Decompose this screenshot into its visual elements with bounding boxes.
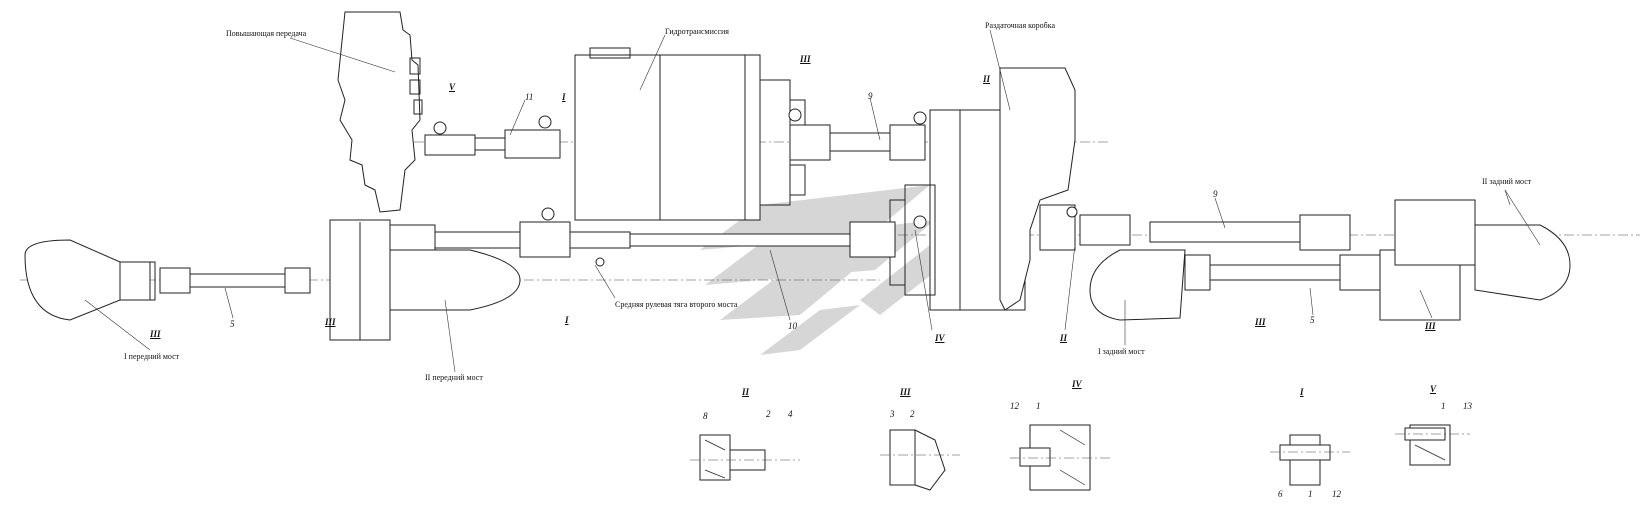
overdrive-gearbox: [337, 11, 423, 213]
detail-iv-title: IV: [1072, 379, 1082, 389]
detail-v-n1: 1: [1441, 401, 1446, 411]
transfer-case-body: [889, 67, 1076, 311]
label-hydrotransmission: Гидротрансмиссия: [665, 27, 729, 36]
front-axle-1: [24, 239, 311, 321]
detail-iii-n2: 2: [910, 409, 915, 419]
detail-iii-n1: 3: [890, 409, 895, 419]
detail-v-n2: 13: [1463, 401, 1472, 411]
detail-ii-n1: 8: [703, 411, 708, 421]
label-front-axle-1: I передний мост: [124, 352, 180, 361]
roman-ii-top: II: [983, 74, 991, 84]
detail-v-title: V: [1430, 384, 1437, 394]
rear-axle-2: [1039, 199, 1571, 301]
roman-iv-mid: IV: [935, 333, 945, 343]
roman-iii-left: III: [150, 329, 161, 339]
detail-ii-title: II: [742, 387, 750, 397]
roman-ii-mid: II: [1060, 333, 1068, 343]
label-overdrive: Повышающая передача: [226, 29, 307, 38]
callout-11: 11: [525, 92, 534, 102]
detail-i-n3: 12: [1332, 489, 1341, 499]
leader-lines: [84, 29, 1541, 373]
label-middle-rod: Средняя рулевая тяга второго моста: [615, 300, 738, 309]
detail-i-drawing: [1270, 434, 1350, 486]
callout-9-right: 9: [1213, 189, 1218, 199]
detail-i-title: I: [1300, 387, 1304, 397]
roman-iii-top: III: [800, 54, 811, 64]
label-transfer-case: Раздаточная коробка: [985, 21, 1056, 30]
roman-iii-r2: III: [1425, 321, 1436, 331]
detail-ii-n2: 2: [766, 409, 771, 419]
callout-5-left: 5: [230, 319, 235, 329]
upper-shafts: [424, 108, 927, 161]
detail-i-n2: 1: [1308, 489, 1313, 499]
callout-9-top: 9: [868, 91, 873, 101]
label-rear-axle-2: II задний мост: [1482, 177, 1532, 186]
detail-iv-drawing: [1010, 424, 1110, 491]
detail-iii-drawing: [880, 429, 960, 491]
detail-iii-title: III: [900, 387, 911, 397]
label-front-axle-2: II передний мост: [425, 373, 483, 382]
detail-ii-drawing: [690, 434, 800, 481]
label-rear-axle-1: I задний мост: [1098, 347, 1145, 356]
detail-iv-n1: 12: [1010, 401, 1019, 411]
detail-iv-n2: 1: [1036, 401, 1041, 411]
roman-v-top: V: [449, 82, 456, 92]
callout-10: 10: [788, 321, 797, 331]
front-axle-2: [329, 219, 521, 341]
roman-iii-mid: III: [325, 317, 336, 327]
detail-ii-n3: 4: [788, 409, 793, 419]
detail-i-n1: 6: [1278, 489, 1283, 499]
roman-iii-r1: III: [1255, 317, 1266, 327]
callout-5-right: 5: [1310, 315, 1315, 325]
roman-i-mid: I: [565, 315, 569, 325]
detail-v-drawing: [1395, 424, 1470, 466]
roman-i-top: I: [562, 92, 566, 102]
hydrotransmission-body: [574, 47, 806, 221]
